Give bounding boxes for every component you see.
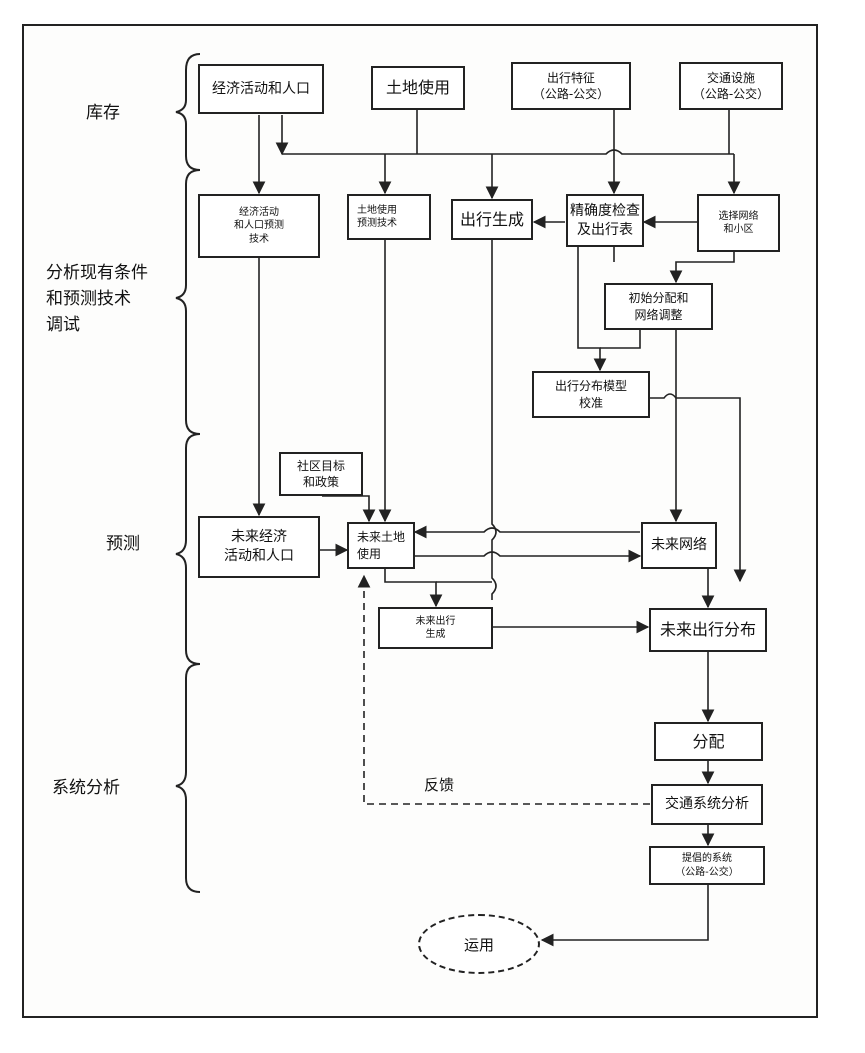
box-accuracy-check: 精确度检查 及出行表: [566, 194, 644, 247]
box-future-econ-population: 未来经济 活动和人口: [198, 516, 320, 578]
box-assignment: 分配: [654, 722, 763, 761]
box-econ-population: 经济活动和人口: [198, 64, 324, 114]
box-transport-system-analysis: 交通系统分析: [651, 784, 763, 825]
stage-label-inventory: 库存: [86, 103, 120, 123]
box-future-network: 未来网络: [641, 522, 717, 569]
box-land-use: 土地使用: [371, 66, 465, 110]
stage-label-system-analysis: 系统分析: [52, 778, 120, 798]
stage-label-forecast: 预测: [106, 534, 140, 554]
box-community-goals: 社区目标 和政策: [279, 452, 363, 496]
stage-label-analysis: 分析现有条件 和预测技术 调试: [46, 263, 148, 335]
box-econ-forecast-tech: 经济活动 和人口预测 技术: [198, 194, 320, 258]
box-trip-generation: 出行生成: [451, 199, 533, 240]
feedback-label: 反馈: [424, 776, 455, 794]
stage-braces: [175, 53, 201, 893]
box-initial-assignment: 初始分配和 网络调整: [604, 283, 713, 330]
box-trip-distribution-calibration: 出行分布模型 校准: [532, 371, 650, 418]
box-future-trip-generation: 未来出行 生成: [378, 607, 493, 649]
box-travel-characteristics: 出行特征 （公路-公交）: [511, 62, 631, 110]
box-future-trip-distribution: 未来出行分布: [649, 608, 767, 652]
box-select-network-zones: 选择网络 和小区: [697, 194, 780, 252]
box-recommended-system: 提倡的系统 （公路-公交）: [649, 846, 765, 885]
operation-oval: 运用: [418, 914, 540, 974]
box-future-land-use: 未来土地 使用: [347, 522, 415, 569]
box-transport-facilities: 交通设施 （公路-公交）: [679, 62, 783, 110]
box-land-use-forecast-tech: 土地使用 预测技术: [347, 194, 431, 240]
